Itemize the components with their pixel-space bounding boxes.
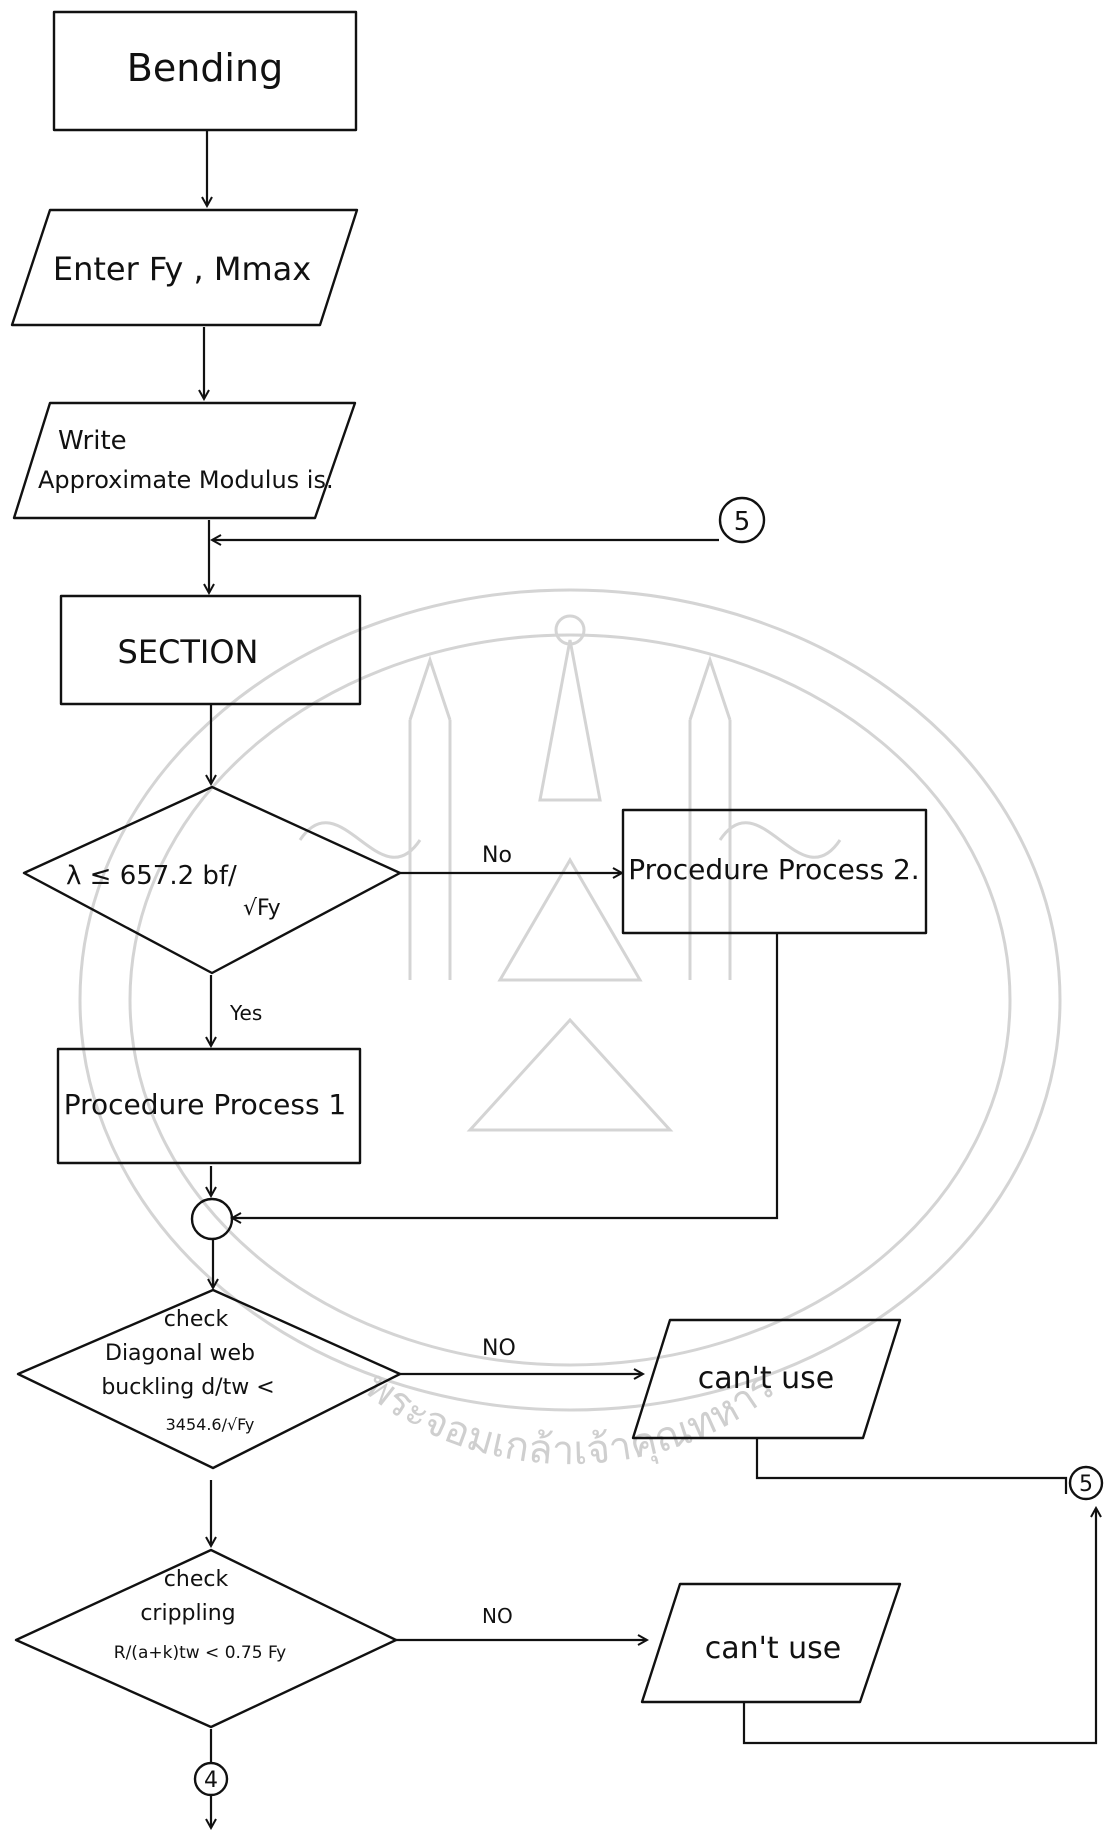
write-parallelogram: Write Approximate Modulus is.	[12, 401, 357, 520]
label-no-2: NO	[482, 1336, 516, 1361]
decision-web-buckling: check Diagonal web buckling d/tw < 3454.…	[16, 1288, 516, 1470]
decision-slenderness: λ ≤ 657.2 bf/ √Fy No Yes	[22, 785, 512, 1025]
input-parallelogram: Enter Fy , Mmax	[10, 208, 359, 327]
svg-text:check: check	[164, 1567, 229, 1592]
cant-use-1-label: can't use	[698, 1361, 835, 1396]
connector-5-top: 5	[718, 496, 766, 544]
procedure-2-label: Procedure Process 2.	[628, 853, 919, 886]
svg-text:Diagonal web: Diagonal web	[105, 1341, 255, 1366]
cant-use-1: can't use	[631, 1318, 902, 1440]
svg-text:crippling: crippling	[140, 1601, 235, 1626]
decision-crippling: check crippling R/(a+k)tw < 0.75 Fy NO	[14, 1548, 513, 1729]
cant-use-2: can't use	[640, 1582, 902, 1704]
svg-text:check: check	[164, 1307, 229, 1332]
cant-use-2-label: can't use	[705, 1631, 842, 1666]
input-label: Enter Fy , Mmax	[53, 250, 311, 288]
svg-text:5: 5	[1079, 1472, 1093, 1497]
decision1-root: √Fy	[243, 896, 281, 921]
write-line1: Write	[58, 426, 127, 456]
section-label: SECTION	[118, 633, 259, 671]
decision1-main: λ ≤ 657.2 bf/	[66, 861, 237, 891]
label-no-1: No	[482, 843, 512, 868]
merge-connector	[190, 1197, 234, 1241]
connector-5-right: 5	[1068, 1465, 1104, 1501]
svg-text:buckling d/tw <: buckling d/tw <	[101, 1375, 274, 1400]
connector-4: 4	[193, 1761, 229, 1797]
procedure-1-box: Procedure Process 1	[56, 1047, 362, 1165]
procedure-1-label: Procedure Process 1	[64, 1088, 347, 1121]
section-box: SECTION	[59, 594, 362, 706]
write-line2: Approximate Modulus is.	[38, 466, 334, 494]
svg-text:R/(a+k)tw < 0.75 Fy: R/(a+k)tw < 0.75 Fy	[114, 1643, 286, 1663]
start-box: Bending	[52, 10, 358, 132]
label-yes: Yes	[229, 1001, 262, 1025]
procedure-2-box: Procedure Process 2.	[621, 808, 928, 935]
flow-lines	[204, 130, 1096, 1828]
svg-text:5: 5	[734, 507, 751, 537]
label-no-3: NO	[482, 1604, 513, 1628]
start-label: Bending	[127, 46, 283, 90]
svg-text:3454.6/√Fy: 3454.6/√Fy	[166, 1415, 255, 1434]
svg-text:4: 4	[204, 1768, 218, 1793]
